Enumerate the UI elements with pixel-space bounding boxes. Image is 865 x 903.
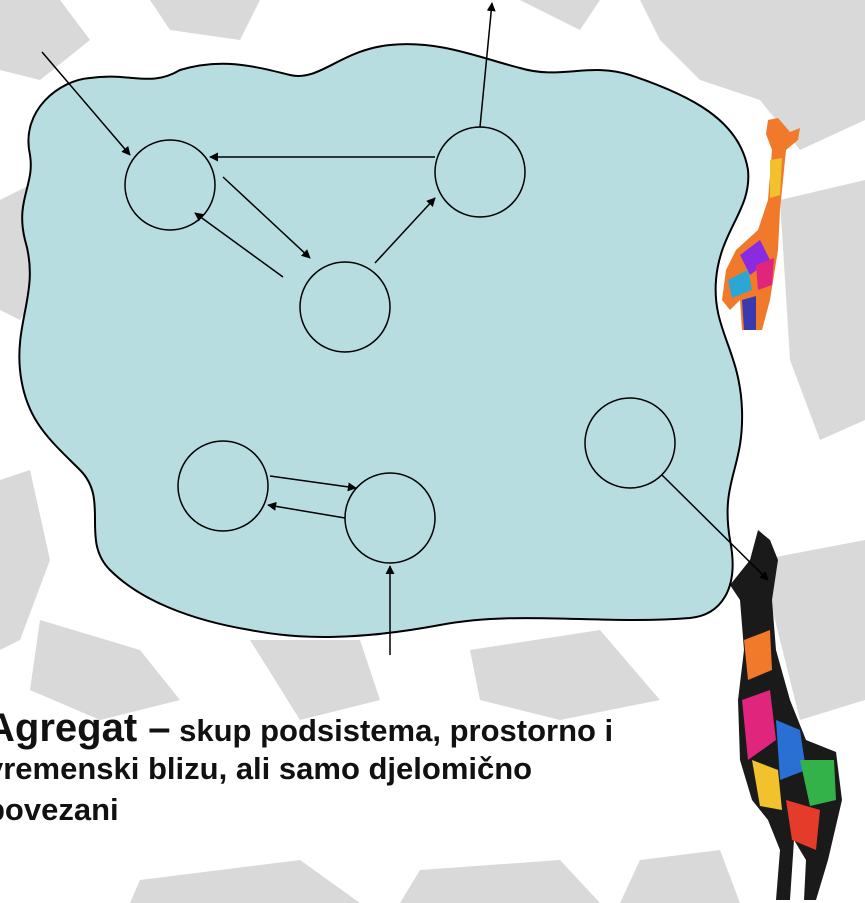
arrow-b-out [479,2,496,128]
node-d [177,440,269,532]
giraffe-decoration-small [722,118,800,330]
arrow-c-to-b [374,197,436,264]
node-a [124,139,216,231]
arrow-in-to-a [41,51,131,156]
caption-term: Agregat – [0,706,171,750]
arrow-d-to-e [269,475,357,492]
arrow-e-to-d [267,501,346,519]
caption: Agregat – skup podsistema, prostorno i v… [0,704,865,828]
node-c [299,261,391,353]
caption-definition-line1: skup podsistema, prostorno i [170,713,614,748]
caption-definition-line2: vremenski blizu, ali samo djelomično [0,751,533,786]
giraffe-decoration-large [730,530,842,900]
arrow-f-out [661,474,769,581]
caption-definition-line3: povezani [0,792,119,828]
node-f [584,397,676,489]
arrow-c-to-a [194,212,284,278]
aggregate-region [18,43,750,638]
arrow-a-to-c [222,176,311,259]
